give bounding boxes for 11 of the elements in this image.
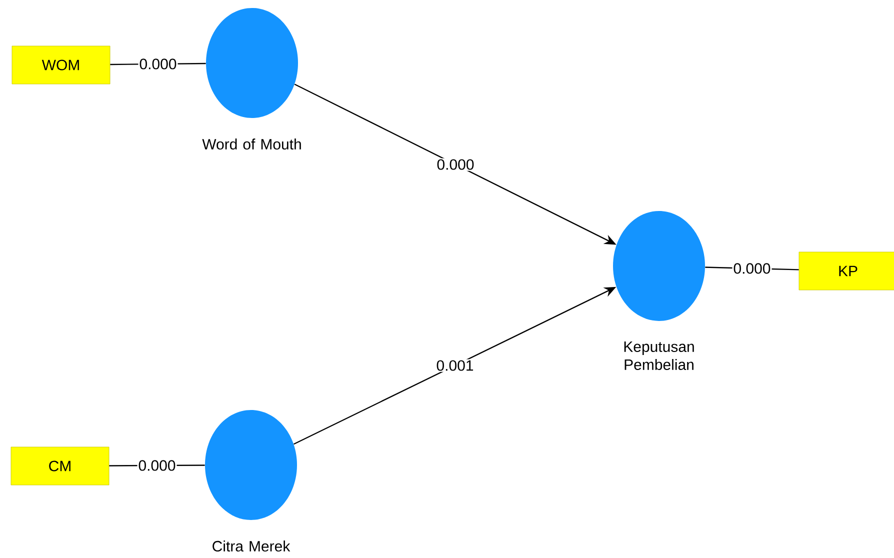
construct-label: Keputusan Pembelian [624, 342, 694, 370]
indicator-box: CM [10, 446, 110, 486]
edge-label: 0.000 [732, 262, 772, 275]
edge-label: 0.001 [435, 359, 475, 372]
construct-label: Word of Mouth [202, 138, 301, 150]
indicator-box: WOM [12, 46, 110, 84]
edge-label: 0.000 [138, 58, 178, 70]
indicator-box: KP [798, 252, 894, 290]
edge-label: 0.000 [137, 459, 177, 472]
construct-label: Citra Merek [212, 540, 290, 552]
edge-label: 0.000 [436, 158, 476, 171]
